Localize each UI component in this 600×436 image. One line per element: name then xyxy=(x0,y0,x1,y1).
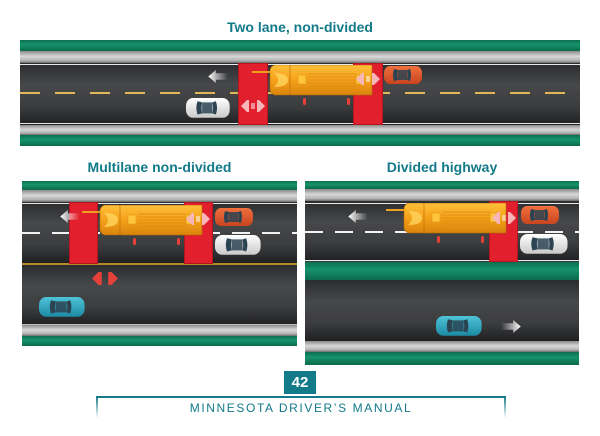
stop-arrows-rear xyxy=(356,73,380,85)
edge-line-top xyxy=(22,203,297,204)
blue-car xyxy=(436,316,482,336)
diagram-title-multilane: Multilane non-divided xyxy=(87,159,232,175)
diagram-two-lane xyxy=(20,40,580,146)
manual-title: MINNESOTA DRIVER’S MANUAL xyxy=(189,401,413,415)
shoulder-top xyxy=(305,189,579,201)
school-bus xyxy=(385,203,507,244)
shoulder-top xyxy=(22,190,297,202)
orange-car xyxy=(384,66,422,84)
stop-arrows-rear xyxy=(186,213,210,225)
center-line-yellow xyxy=(22,263,297,265)
edge-line-top xyxy=(20,64,580,65)
traffic-arrow-left xyxy=(60,210,80,223)
stop-arrows-rear xyxy=(492,212,516,224)
white-car xyxy=(186,98,230,118)
edge-line-bottom xyxy=(22,324,297,325)
grass-strip-bottom xyxy=(22,336,297,346)
traffic-arrow-right xyxy=(501,320,521,333)
school-bus xyxy=(251,65,373,106)
traffic-arrow-left xyxy=(348,210,368,223)
footer-bracket-right xyxy=(504,396,506,418)
diagram-title-divided: Divided highway xyxy=(386,159,498,175)
footer-bracket-left xyxy=(96,396,98,418)
school-bus xyxy=(81,205,203,246)
stop-arrows-opposite-lane xyxy=(92,272,118,285)
edge-line-bottom xyxy=(20,123,580,124)
shoulder-bottom xyxy=(22,325,297,336)
blue-car xyxy=(39,297,85,317)
diagram-divided-highway xyxy=(305,181,579,365)
orange-car xyxy=(521,206,559,224)
shoulder-bottom xyxy=(20,125,580,135)
diagram-multilane xyxy=(22,181,297,346)
stop-arrows-front xyxy=(241,100,265,112)
footer-rule xyxy=(96,396,506,398)
grass-strip-top xyxy=(20,40,580,51)
median xyxy=(305,262,579,280)
traffic-arrow-left xyxy=(208,70,228,83)
page-number: 42 xyxy=(284,371,316,394)
white-car xyxy=(520,234,568,254)
white-car xyxy=(215,235,261,255)
orange-car xyxy=(215,208,253,226)
shoulder-top xyxy=(20,51,580,63)
grass-strip-bottom xyxy=(20,135,580,146)
grass-strip-top xyxy=(22,181,297,190)
shoulder-bottom xyxy=(305,341,579,352)
diagram-title-two-lane: Two lane, non-divided xyxy=(227,19,373,35)
grass-strip-bottom xyxy=(305,352,579,365)
edge-line-upper-bottom xyxy=(305,260,579,261)
stop-zone-front xyxy=(238,63,268,125)
grass-strip-top xyxy=(305,181,579,189)
